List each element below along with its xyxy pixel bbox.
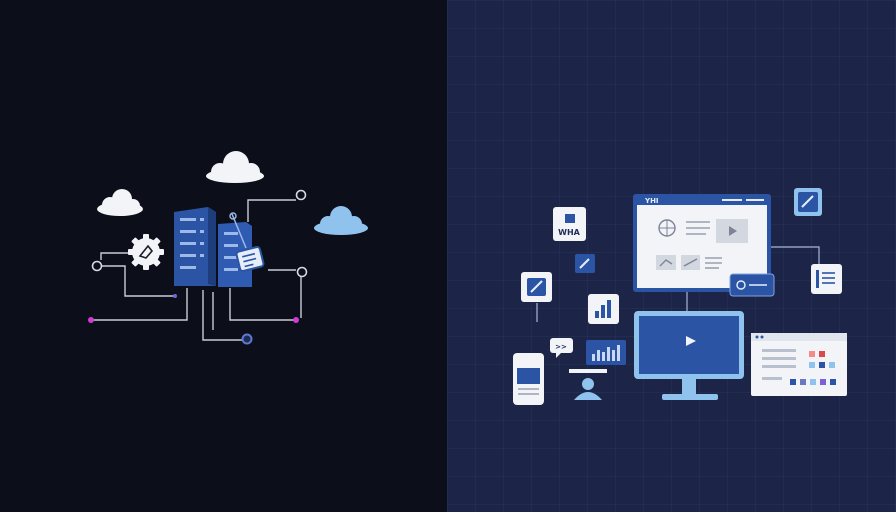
cloud-icon bbox=[97, 189, 143, 216]
app-tile[interactable]: WHA bbox=[553, 207, 586, 241]
circuit-lines bbox=[91, 199, 302, 341]
video-thumbnail-icon[interactable] bbox=[716, 219, 748, 243]
chat-bubble-icon[interactable]: >> bbox=[550, 338, 573, 358]
security-lock-icon bbox=[229, 212, 265, 272]
monitor-icon[interactable] bbox=[634, 311, 744, 400]
fingerprint-chip[interactable] bbox=[729, 273, 775, 297]
dashboard-window-icon[interactable] bbox=[751, 333, 847, 396]
server-rack-icon bbox=[174, 207, 252, 287]
app-tile-label: WHA bbox=[558, 228, 581, 237]
smartphone-icon[interactable] bbox=[513, 353, 544, 405]
document-icon[interactable] bbox=[811, 264, 842, 294]
bar-chart-icon[interactable] bbox=[588, 294, 619, 324]
cloud-icon bbox=[206, 151, 264, 183]
edit-icon[interactable] bbox=[575, 254, 595, 273]
browser-title: YHI bbox=[644, 197, 659, 205]
pen-tool-icon[interactable] bbox=[794, 188, 822, 216]
pen-tool-icon[interactable] bbox=[521, 272, 552, 302]
cloud-icon bbox=[314, 206, 368, 235]
circuit-node-icon bbox=[88, 189, 308, 345]
user-icon[interactable] bbox=[569, 369, 607, 400]
svg-text:>>: >> bbox=[555, 343, 567, 351]
gear-icon bbox=[128, 234, 164, 270]
play-icon[interactable] bbox=[686, 336, 696, 346]
analytics-chip[interactable] bbox=[586, 340, 626, 365]
globe-icon bbox=[658, 219, 676, 237]
